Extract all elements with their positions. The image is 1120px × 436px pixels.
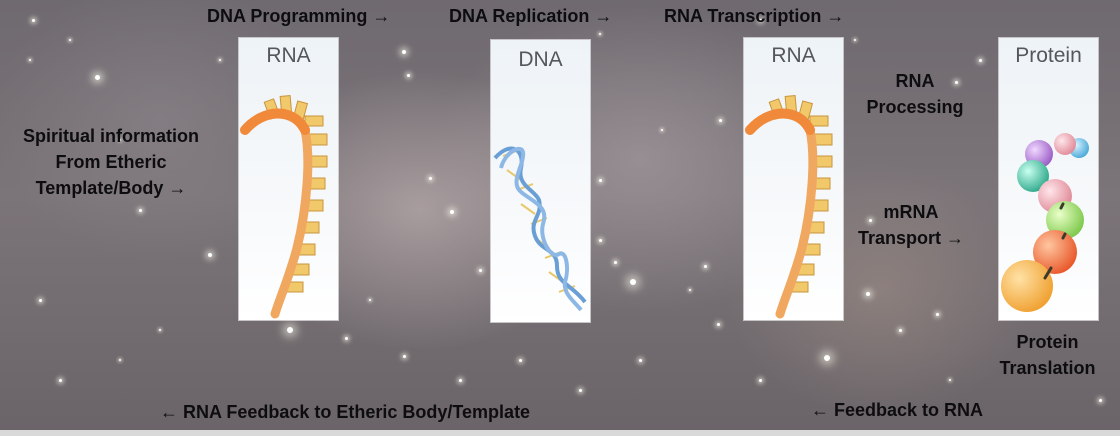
star bbox=[949, 379, 951, 381]
star bbox=[954, 80, 958, 84]
rna-strand-illustration bbox=[240, 95, 328, 319]
spiritual-information-line2: From Etheric bbox=[55, 152, 167, 172]
bottom-strip bbox=[0, 430, 1120, 436]
dna-card-title: DNA bbox=[518, 48, 563, 71]
star bbox=[978, 58, 982, 62]
rna-processing-label: RNA Processing bbox=[840, 68, 990, 120]
dna-card: DNA bbox=[491, 40, 590, 322]
star bbox=[854, 39, 856, 41]
dna-helix-illustration bbox=[493, 146, 587, 312]
rna-card-left: RNA bbox=[239, 38, 338, 320]
rna-processing-line1: RNA bbox=[895, 71, 935, 91]
star bbox=[159, 329, 161, 331]
star bbox=[758, 378, 762, 382]
star bbox=[868, 218, 872, 222]
star bbox=[630, 279, 636, 285]
mrna-transport-line1: mRNA bbox=[883, 202, 939, 222]
dna-replication-label: DNA Replication → bbox=[449, 6, 613, 26]
star bbox=[716, 322, 720, 326]
star bbox=[898, 328, 902, 332]
protein-translation-label: Protein Translation bbox=[975, 329, 1120, 381]
star bbox=[402, 50, 406, 54]
star bbox=[119, 139, 121, 141]
star bbox=[406, 73, 410, 77]
protein-card: Protein bbox=[999, 38, 1098, 320]
star bbox=[138, 208, 142, 212]
star bbox=[31, 18, 35, 22]
star bbox=[29, 59, 31, 61]
star bbox=[38, 298, 42, 302]
star bbox=[1098, 398, 1102, 402]
star bbox=[428, 176, 432, 180]
mrna-transport-label: mRNA Transport → bbox=[836, 199, 986, 251]
star bbox=[458, 378, 462, 382]
star bbox=[758, 18, 762, 22]
star bbox=[478, 268, 482, 272]
rna-strand-illustration-right bbox=[745, 95, 833, 319]
star bbox=[866, 292, 870, 296]
star bbox=[661, 129, 663, 131]
spiritual-information-line1: Spiritual information bbox=[22, 126, 199, 146]
star bbox=[598, 178, 602, 182]
star bbox=[518, 358, 522, 362]
rna-card-right-title: RNA bbox=[771, 44, 816, 67]
rna-processing-line2: Processing bbox=[866, 97, 964, 117]
star bbox=[58, 378, 62, 382]
star bbox=[69, 39, 71, 41]
star bbox=[402, 354, 406, 358]
star bbox=[344, 336, 348, 340]
spiritual-information-line3: Template/Body → bbox=[35, 178, 187, 198]
protein-translation-line1: Protein bbox=[1016, 332, 1079, 352]
star bbox=[599, 33, 601, 35]
star bbox=[824, 355, 830, 361]
star bbox=[689, 289, 691, 291]
star bbox=[450, 210, 454, 214]
rna-card-left-title: RNA bbox=[266, 44, 311, 67]
star bbox=[935, 312, 939, 316]
star bbox=[598, 238, 602, 242]
star bbox=[638, 358, 642, 362]
star bbox=[718, 118, 722, 122]
spiritual-information-label: Spiritual information From Etheric Templ… bbox=[0, 123, 222, 201]
star bbox=[119, 359, 121, 361]
protein-card-title: Protein bbox=[1015, 44, 1082, 67]
rna-transcription-label: RNA Transcription → bbox=[664, 6, 845, 26]
dna-programming-label: DNA Programming → bbox=[207, 6, 391, 26]
star bbox=[94, 74, 100, 80]
star bbox=[703, 264, 707, 268]
rna-feedback-label: ← RNA Feedback to Etheric Body/Template bbox=[160, 402, 531, 422]
protein-translation-line2: Translation bbox=[999, 358, 1096, 378]
star bbox=[578, 388, 582, 392]
star bbox=[287, 327, 293, 333]
star bbox=[219, 59, 221, 61]
rna-card-right: RNA bbox=[744, 38, 843, 320]
star bbox=[208, 253, 212, 257]
feedback-to-rna-label: ← Feedback to RNA bbox=[811, 400, 984, 420]
star bbox=[613, 260, 617, 264]
mrna-transport-line2: Transport → bbox=[857, 228, 964, 248]
star bbox=[369, 299, 371, 301]
protein-chain-illustration bbox=[1001, 133, 1089, 312]
